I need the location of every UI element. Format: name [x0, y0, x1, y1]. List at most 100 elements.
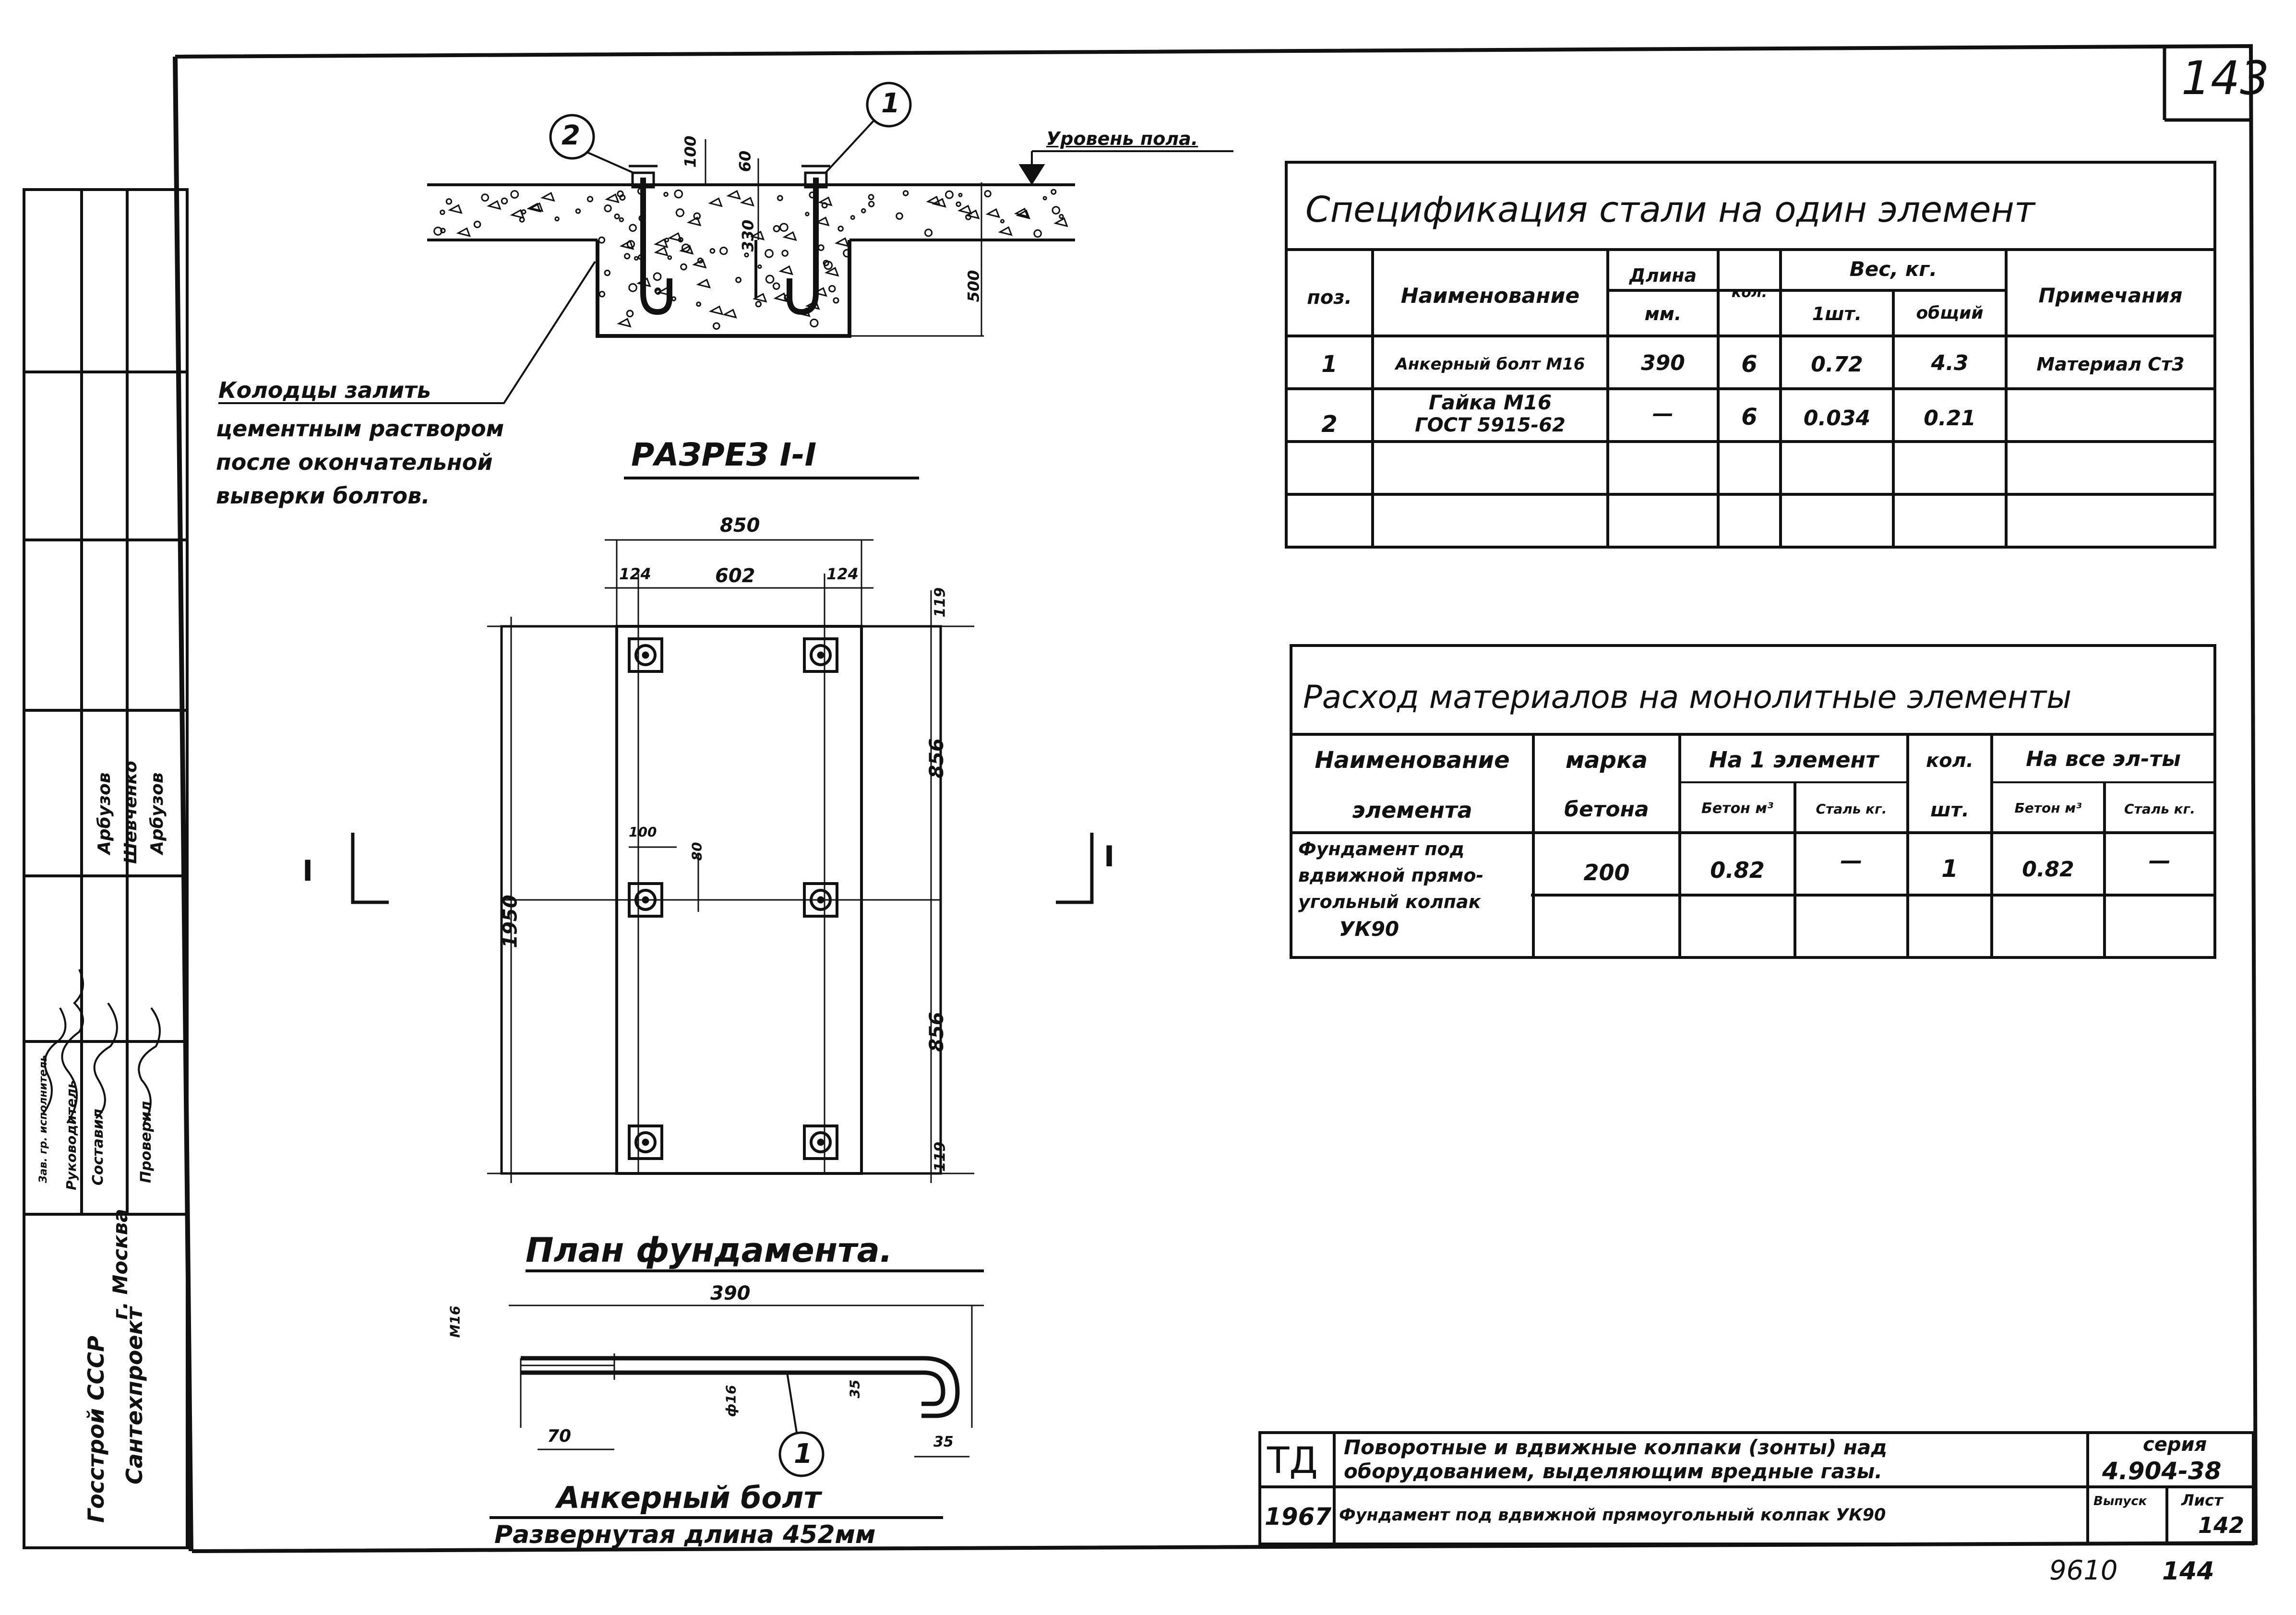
- concrete-speckle: [824, 267, 839, 277]
- title-block-grid: [1258, 1431, 2255, 1545]
- concrete-speckle: [1052, 206, 1061, 215]
- concrete-speckle: [861, 208, 866, 214]
- concrete-speckle: [1033, 229, 1042, 238]
- concrete-speckle: [614, 213, 620, 219]
- concrete-speckle: [636, 277, 651, 287]
- bolt-dim-m16: М16: [447, 1305, 463, 1338]
- floor-level-label: Уровень пола.: [1046, 128, 1198, 149]
- concrete-speckle: [719, 246, 728, 255]
- mat-header-grade-2: бетона: [1564, 797, 1649, 822]
- concrete-speckle: [510, 209, 525, 219]
- concrete-speckle: [448, 204, 463, 214]
- section-note-2: цементным раствором: [216, 416, 504, 442]
- callout-2: 2: [562, 120, 580, 151]
- concrete-speckle: [810, 318, 819, 328]
- bolt-dim-70: 70: [547, 1426, 572, 1446]
- concrete-speckle: [629, 224, 637, 232]
- mat-row-all-concrete: 0.82: [2022, 857, 2074, 882]
- dim-330: 330: [739, 219, 757, 252]
- bolt-dim-390: 390: [710, 1282, 751, 1304]
- spec-header-w-one: 1шт.: [1812, 303, 1862, 324]
- title-block-issue-label: Выпуск: [2093, 1494, 2147, 1508]
- mat-header-qty-2: шт.: [1930, 799, 1969, 821]
- concrete-speckle: [617, 190, 624, 198]
- section-note-4: выверки болтов.: [216, 483, 430, 509]
- concrete-speckle: [735, 276, 742, 283]
- concrete-speckle: [957, 204, 972, 215]
- concrete-speckle: [805, 300, 820, 310]
- spec-row2-length: —: [1652, 401, 1674, 426]
- spec-header-w-total: общий: [1916, 303, 1984, 323]
- concrete-speckle: [554, 216, 560, 222]
- concrete-speckle: [868, 201, 875, 207]
- spec-row2-w-one: 0.034: [1803, 406, 1871, 431]
- concrete-speckle: [868, 194, 874, 200]
- concrete-speckle: [833, 297, 839, 304]
- concrete-speckle: [654, 287, 661, 294]
- concrete-speckle: [697, 257, 704, 263]
- concrete-speckle: [796, 307, 811, 317]
- stamp-org-1: Госстрой СССР: [83, 1336, 109, 1523]
- concrete-speckle: [1042, 196, 1047, 201]
- concrete-speckle: [809, 191, 816, 199]
- concrete-speckle: [1016, 209, 1030, 219]
- concrete-speckle: [624, 253, 631, 260]
- concrete-speckle: [654, 246, 669, 257]
- spec-row2-qty: 6: [1741, 404, 1758, 431]
- concrete-speckle: [637, 187, 645, 195]
- section-note-3: после окончательной: [216, 449, 493, 475]
- concrete-speckle: [984, 190, 992, 198]
- concrete-speckle: [604, 269, 611, 276]
- concrete-speckle: [772, 282, 780, 290]
- concrete-speckle: [752, 293, 767, 303]
- bolt-callout-1: 1: [794, 1438, 813, 1470]
- left-stamp-grid: [23, 188, 189, 1549]
- concrete-speckle: [740, 196, 754, 207]
- concrete-speckle: [755, 300, 762, 308]
- plan-dim-602: 602: [715, 565, 755, 587]
- plan-dim-124-left: 124: [619, 565, 651, 583]
- concrete-speckle: [586, 196, 594, 203]
- mat-header-all-elements: На все эл-ты: [2026, 747, 2181, 771]
- concrete-speckle: [834, 237, 849, 247]
- bolt-dim-35-hook: 35: [933, 1434, 954, 1450]
- concrete-speckle: [696, 301, 702, 307]
- concrete-speckle: [445, 198, 453, 205]
- concrete-speckle: [481, 193, 490, 202]
- mat-header-concrete: Бетон м³: [1701, 800, 1774, 817]
- concrete-speckle: [473, 220, 481, 228]
- concrete-speckle: [671, 296, 677, 301]
- plan-dim-856-lower: 856: [925, 1012, 948, 1052]
- concrete-speckle: [896, 212, 903, 220]
- concrete-speckle: [843, 249, 851, 258]
- concrete-speckle: [1059, 214, 1064, 219]
- concrete-speckle: [619, 217, 624, 222]
- concrete-speckle: [528, 202, 544, 212]
- concrete-speckle: [604, 204, 612, 213]
- concrete-speckle: [744, 252, 749, 258]
- concrete-speckle: [965, 209, 980, 219]
- concrete-speckle: [657, 286, 672, 297]
- concrete-speckle: [510, 190, 519, 199]
- concrete-speckle: [682, 243, 690, 252]
- concrete-speckle: [824, 261, 833, 270]
- concrete-speckle: [778, 265, 793, 275]
- concrete-speckle: [526, 203, 541, 213]
- concrete-speckle: [456, 227, 471, 237]
- anchor-bolt-symbol: [803, 637, 838, 673]
- spec-header-note: Примечания: [2038, 284, 2183, 307]
- concrete-speckle: [726, 190, 741, 200]
- concrete-speckle: [680, 263, 687, 271]
- spec-header-qty: кол.: [1731, 284, 1768, 301]
- spec-row2-name: Гайка М16: [1428, 391, 1552, 414]
- stamp-name-1: Арбузов: [95, 772, 114, 854]
- mat-header-per-element: На 1 элемент: [1709, 747, 1878, 773]
- concrete-speckle: [765, 249, 774, 258]
- mat-row-name-2: вдвижной прямо-: [1298, 865, 1484, 886]
- mat-row-concrete: 0.82: [1710, 857, 1765, 883]
- concrete-speckle: [708, 197, 723, 207]
- plan-dim-80: 80: [689, 842, 705, 861]
- anchor-bolt-symbol: [803, 882, 838, 918]
- spec-row2-w-total: 0.21: [1924, 406, 1976, 431]
